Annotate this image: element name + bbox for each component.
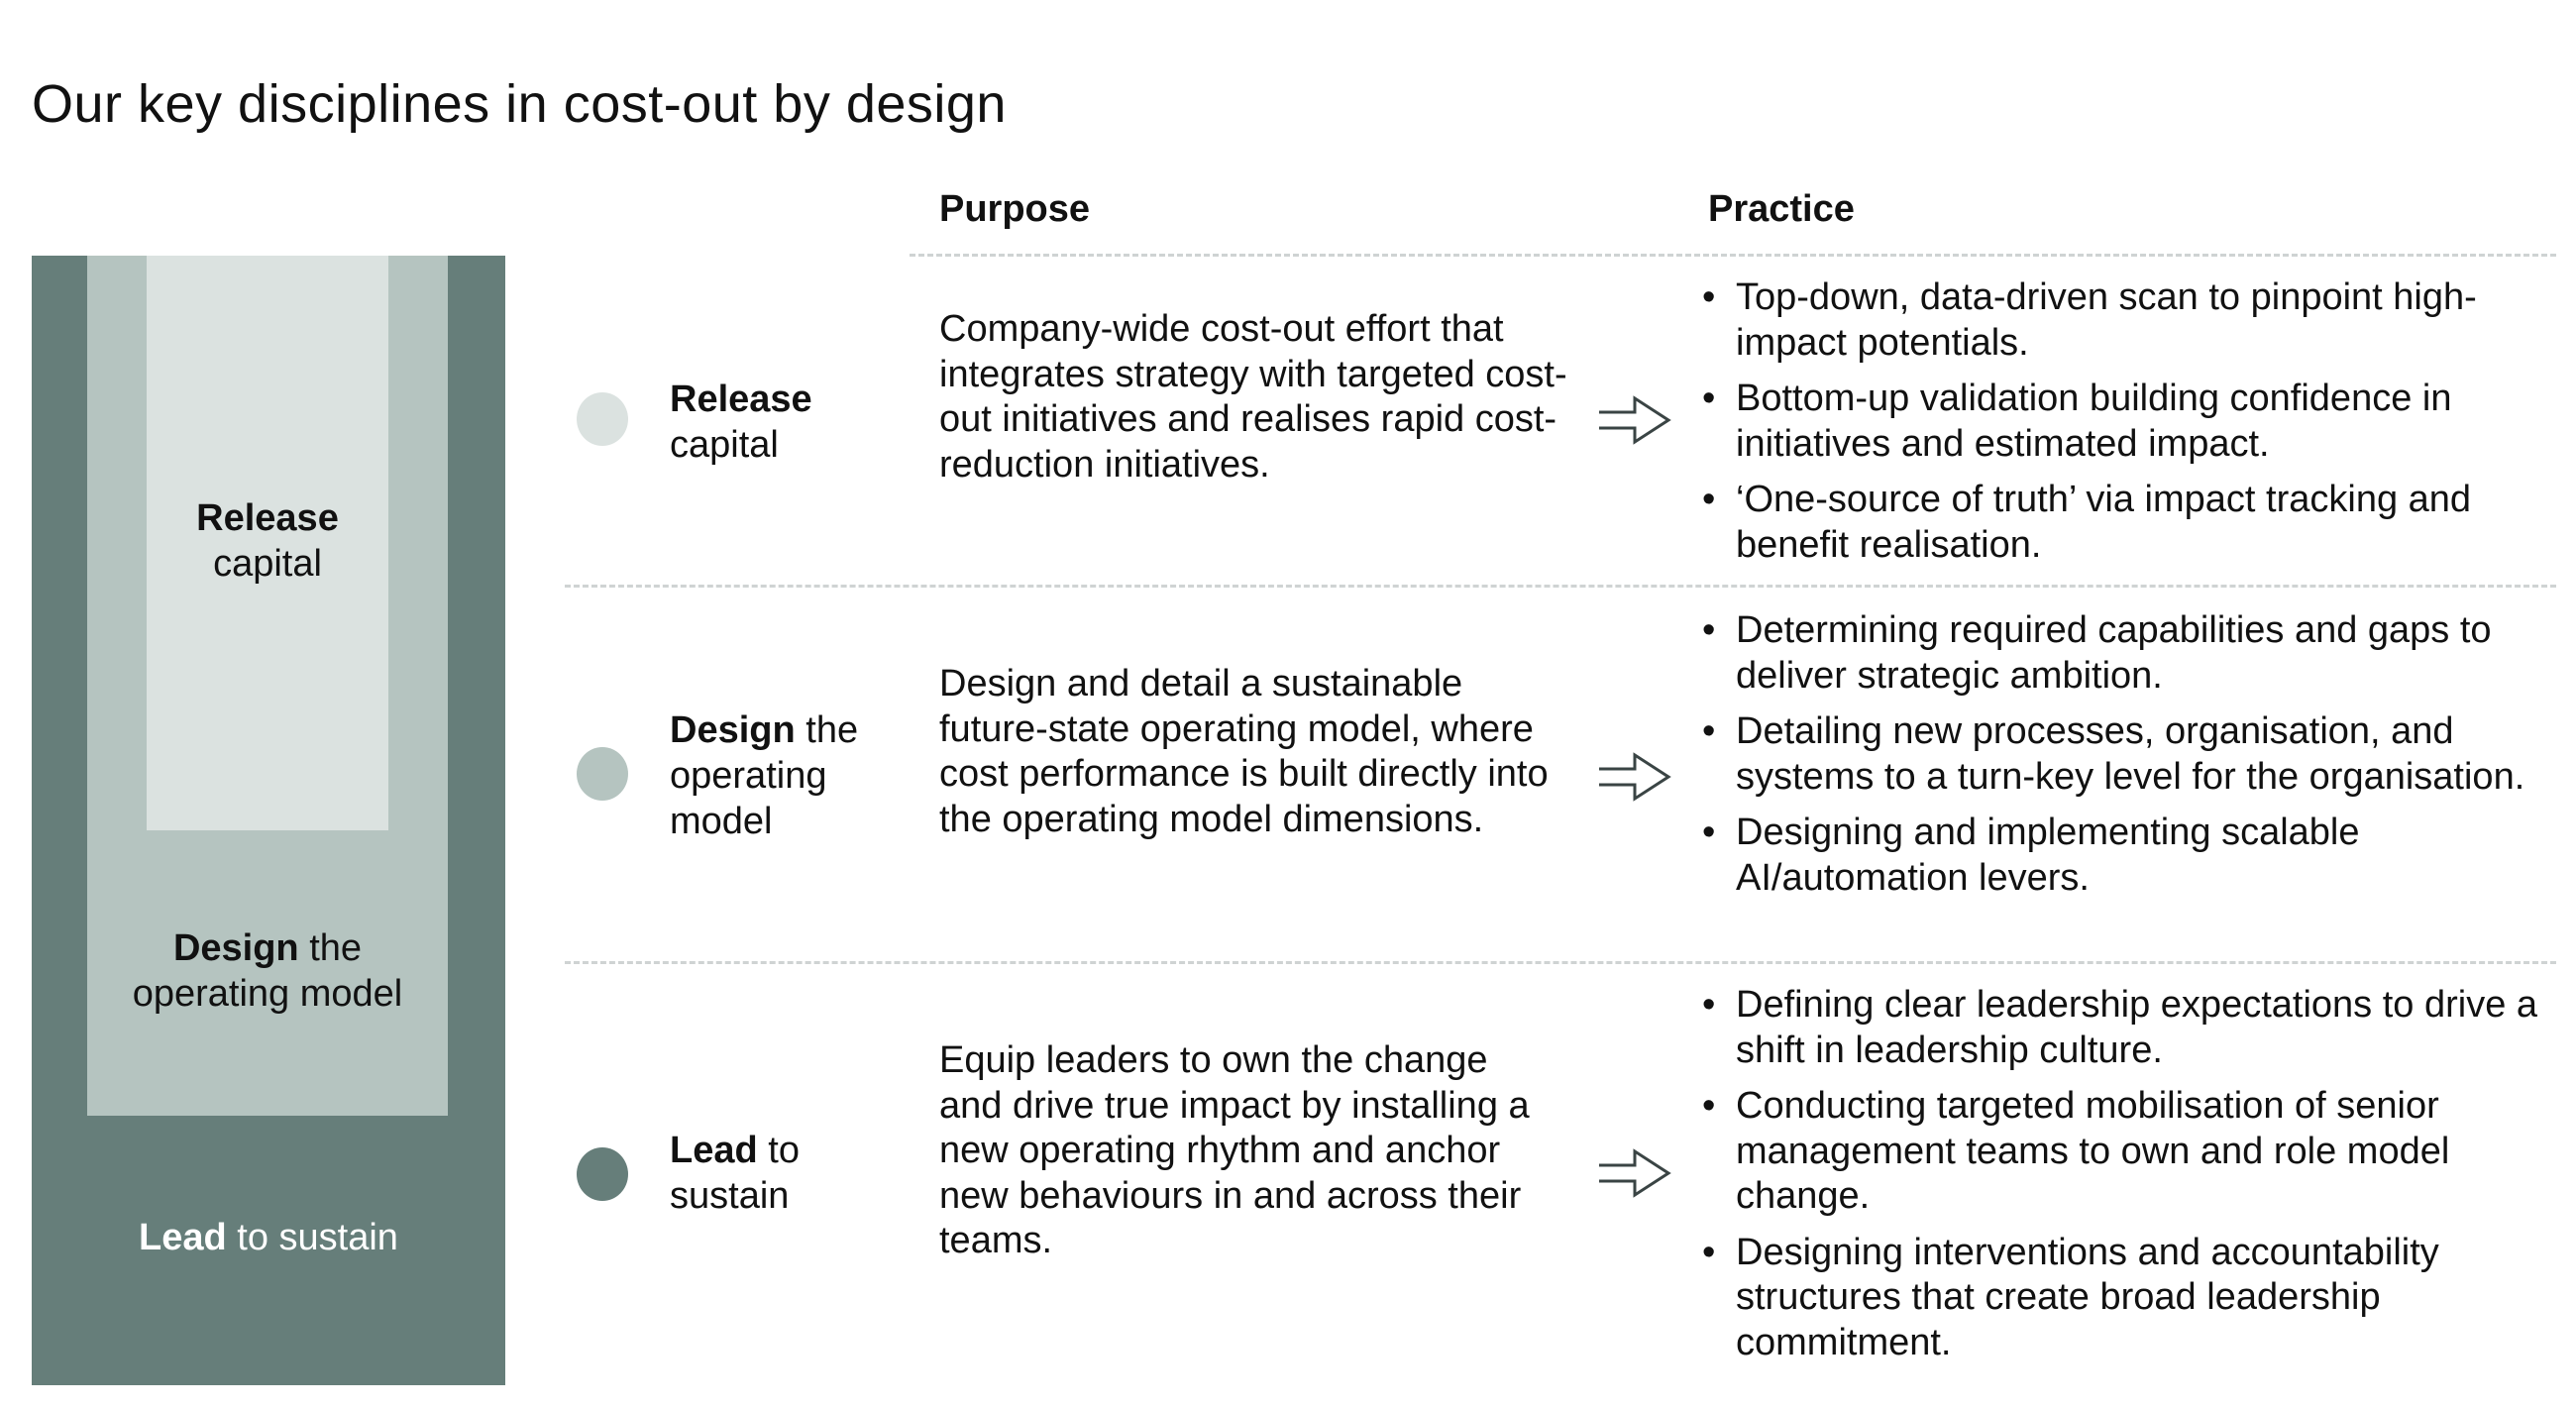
practice-item: Conducting targeted mobilisation of seni… xyxy=(1702,1084,2544,1220)
row-title-bold: Lead xyxy=(670,1130,758,1171)
purpose-header: Purpose xyxy=(939,188,1091,230)
row-title: Release capital xyxy=(670,377,888,468)
practice-item: Top-down, data-driven scan to pinpoint h… xyxy=(1702,275,2544,366)
row-title-bold: Design xyxy=(670,709,796,751)
box-label-bold: Lead xyxy=(139,1217,227,1258)
practice-item: Determining required capabilities and ga… xyxy=(1702,608,2544,699)
purpose-text: Company-wide cost-out effort that integr… xyxy=(939,308,1567,486)
release-capital-box-label: Release capital xyxy=(147,495,388,587)
double-arrow-right-icon xyxy=(1599,752,1671,802)
practice-item: Bottom-up validation building confidence… xyxy=(1702,377,2544,467)
circle-icon xyxy=(577,392,628,446)
row-design-operating-model: Design the operating model Design and de… xyxy=(565,587,2556,959)
box-label-rest: operating model xyxy=(132,973,403,1015)
header-divider xyxy=(910,254,2556,257)
practice-item: Designing interventions and accountabili… xyxy=(1702,1231,2544,1366)
row-release-capital: Release capital Company-wide cost-out ef… xyxy=(565,268,2556,583)
row-title-rest: to sustain xyxy=(670,1130,800,1217)
practice-header: Practice xyxy=(1708,188,1855,230)
box-label-bold: Release xyxy=(196,497,339,539)
lead-to-sustain-box-label: Lead to sustain xyxy=(32,1215,505,1260)
row-title-rest: capital xyxy=(670,424,779,466)
design-operating-model-box: Release capital Design the operating mod… xyxy=(87,256,448,1116)
box-label-rest: capital xyxy=(213,543,322,585)
practice-list: Top-down, data-driven scan to pinpoint h… xyxy=(1702,275,2544,579)
lead-to-sustain-box: Release capital Design the operating mod… xyxy=(32,256,505,1385)
row-title-rest: the operating model xyxy=(670,709,859,842)
release-capital-box: Release capital xyxy=(147,256,388,830)
practice-item: Defining clear leadership expectations t… xyxy=(1702,983,2544,1073)
practice-item: Designing and implementing scalable AI/a… xyxy=(1702,811,2544,901)
practice-list: Determining required capabilities and ga… xyxy=(1702,608,2544,912)
purpose-text: Design and detail a sustainable future-s… xyxy=(939,663,1549,840)
circle-icon xyxy=(577,747,628,801)
row-title-bold: Release xyxy=(670,379,812,420)
row-title: Design the operating model xyxy=(670,707,888,844)
page-title: Our key disciplines in cost-out by desig… xyxy=(32,74,1007,135)
row-divider xyxy=(565,585,2556,588)
double-arrow-right-icon xyxy=(1599,395,1671,445)
box-label-rest: the xyxy=(298,927,363,969)
practice-item: ‘One-source of truth’ via impact trackin… xyxy=(1702,478,2544,568)
row-lead-to-sustain: Lead to sustain Equip leaders to own the… xyxy=(565,963,2556,1399)
practice-item: Detailing new processes, organisation, a… xyxy=(1702,709,2544,800)
double-arrow-right-icon xyxy=(1599,1148,1671,1198)
row-title: Lead to sustain xyxy=(670,1128,888,1219)
practice-list: Defining clear leadership expectations t… xyxy=(1702,983,2544,1376)
box-label-rest: to sustain xyxy=(226,1217,398,1258)
circle-icon xyxy=(577,1147,628,1201)
row-divider xyxy=(565,961,2556,964)
design-operating-model-box-label: Design the operating model xyxy=(87,925,448,1017)
box-label-bold: Design xyxy=(172,927,299,969)
purpose-text: Equip leaders to own the change and driv… xyxy=(939,1039,1530,1261)
